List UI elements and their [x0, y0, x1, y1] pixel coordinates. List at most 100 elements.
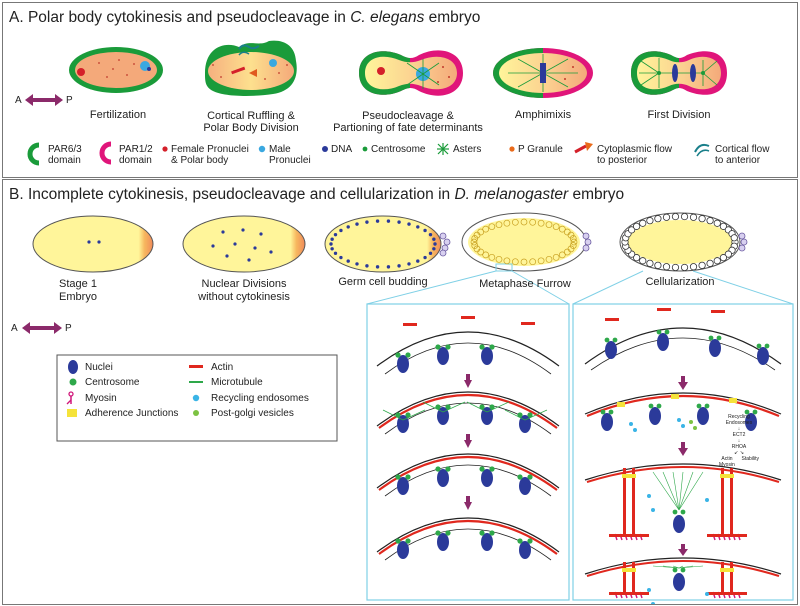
cellularization-zoom-box: [572, 303, 794, 601]
nucleus: [673, 573, 685, 591]
pathway-rhoa: RHOA: [731, 444, 747, 450]
peripheral-nucleus: [428, 232, 433, 237]
furrow-base-actin: [609, 592, 649, 595]
furrow-cell: [473, 245, 481, 253]
peripheral-nucleus: [330, 247, 334, 251]
panel-a-title-suffix: embryo: [424, 9, 481, 26]
furrow-cell: [558, 251, 566, 259]
peripheral-nucleus: [386, 265, 391, 269]
peripheral-nucleus: [339, 255, 343, 260]
furrow-cell: [470, 238, 478, 246]
recycling-endosome: [647, 588, 651, 592]
furrow-cell: [545, 221, 553, 229]
axis-p-label: P: [66, 95, 73, 106]
stage-polar-body-division: Polar Body Division: [203, 122, 299, 134]
pathway-ect2: ECT2: [732, 432, 746, 438]
peripheral-nucleus: [365, 220, 369, 224]
furrow-cell: [569, 235, 577, 242]
plasma-membrane: [376, 453, 560, 489]
centrosome: [604, 337, 610, 343]
nucleus: [673, 515, 685, 533]
progression-arrow: [678, 549, 688, 556]
pole-cell: [740, 238, 748, 246]
pole-cell: [439, 249, 447, 257]
pathway-text: Recycling Endosomes ↓ ECT2 ↓ RHOA ↙ ↘ Ac…: [719, 414, 759, 468]
inner-membrane: [590, 337, 776, 371]
centrosome: [656, 403, 662, 409]
centrosome: [708, 335, 714, 341]
nucleus: [697, 407, 709, 425]
legend-myosin: Myosin: [85, 393, 117, 404]
actin-patch: [605, 318, 619, 321]
stage-amphimixis: Amphimixis: [514, 109, 572, 121]
centrosome: [479, 466, 485, 472]
stage-nuclear-divisions-line1: Nuclear Divisions: [201, 278, 287, 290]
centrosome: [395, 412, 401, 418]
legend-female-line1: Female Pronuclei: [171, 144, 249, 155]
cellular-ring-cell: [698, 261, 706, 269]
adherence-junction: [729, 398, 737, 403]
recycling-endosome: [651, 602, 655, 604]
furrow-cell: [477, 228, 485, 236]
metaphase-furrow-embryo: [461, 212, 592, 272]
cortical-flow-icon: [694, 143, 710, 157]
furrow-cell: [558, 225, 566, 233]
progression-arrow: [678, 448, 688, 456]
legend-nuclei: Nuclei: [85, 362, 113, 373]
germ-cell-budding-embryo: [324, 215, 451, 273]
furrow-wall: [632, 468, 635, 534]
legend-asters: Asters: [453, 144, 482, 155]
centrosome: [608, 409, 614, 415]
actin-patch: [657, 308, 671, 311]
peripheral-nucleus: [355, 222, 359, 226]
panel-a-title-prefix: A. Polar body cytokinesis and pseudoclea…: [9, 9, 351, 26]
actin-cortex: [586, 466, 780, 483]
asters-icon: [437, 143, 449, 155]
panel-a-title-species: C. elegans: [350, 9, 425, 26]
peripheral-nucleus: [423, 255, 427, 260]
centrosome: [517, 412, 523, 418]
recycling-endosome: [681, 424, 685, 428]
furrow-cell: [503, 219, 511, 227]
centrosome: [405, 412, 411, 418]
cellular-ring-cell: [662, 263, 671, 271]
legend-par63-line2: domain: [48, 155, 81, 166]
legend-pgranule: P Granule: [518, 144, 563, 155]
progression-arrow: [464, 380, 472, 388]
progression-arrow-stem: [681, 544, 685, 550]
pathway-arrow-1: ↓: [737, 426, 741, 432]
nucleus: [649, 407, 661, 425]
stage-fertilization: Fertilization: [89, 109, 147, 121]
nucleus: [481, 469, 493, 487]
panel-b-title-prefix: B. Incomplete cytokinesis, pseudocleavag…: [9, 186, 455, 203]
centrosome: [527, 412, 533, 418]
adherence-junction: [720, 474, 734, 478]
furrow-cell: [563, 248, 571, 256]
centrosome: [756, 343, 762, 349]
centrosome: [517, 474, 523, 480]
axis-p-label-b: P: [65, 323, 72, 334]
cellular-ring-cell: [689, 263, 698, 271]
amphimixis-embryo: [493, 48, 593, 98]
centrosome: [680, 567, 686, 573]
legend-cortical-flow-line2: to anterior: [715, 155, 761, 166]
cellular-ring-cell: [680, 263, 689, 272]
progression-arrow-stem: [466, 374, 470, 381]
progression-arrow-stem: [466, 434, 470, 441]
cellularization-detail: [584, 308, 782, 604]
actin-cap: [378, 394, 558, 429]
nucleus: [481, 533, 493, 551]
adherence-junction: [617, 402, 625, 407]
female-pronuclei-icon: [162, 146, 168, 152]
recycling-endosome: [647, 494, 651, 498]
myosin-icon: [66, 391, 74, 405]
nucleus: [437, 469, 449, 487]
cellular-ring-cell: [671, 212, 680, 221]
microtubule: [678, 471, 704, 511]
recycling-endosome: [705, 498, 709, 502]
peripheral-nucleus: [330, 237, 334, 241]
furrow-cell: [520, 218, 528, 226]
